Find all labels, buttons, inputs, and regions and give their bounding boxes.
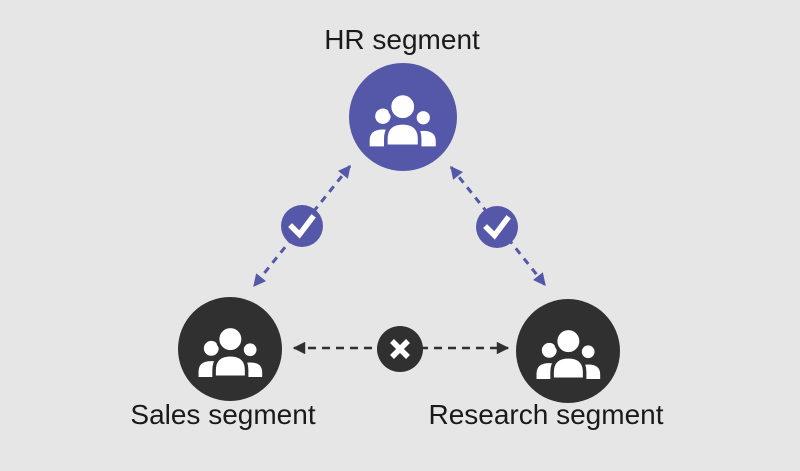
allowed-badge-hr-sales xyxy=(281,205,323,247)
blocked-badge-sales-research xyxy=(377,326,423,372)
sales-segment-label: Sales segment xyxy=(130,399,316,430)
research-segment-node xyxy=(516,299,620,403)
x-icon xyxy=(377,326,423,372)
sales-segment-node xyxy=(178,297,282,401)
people-group-icon xyxy=(198,325,262,378)
hr-segment-label: HR segment xyxy=(324,24,480,55)
checkmark-icon xyxy=(281,205,323,247)
allowed-badge-hr-research xyxy=(476,206,518,248)
checkmark-icon xyxy=(476,206,518,248)
research-segment-label: Research segment xyxy=(428,399,664,430)
people-group-icon xyxy=(369,92,437,147)
people-group-icon xyxy=(536,327,600,380)
hr-segment-node xyxy=(349,63,457,171)
